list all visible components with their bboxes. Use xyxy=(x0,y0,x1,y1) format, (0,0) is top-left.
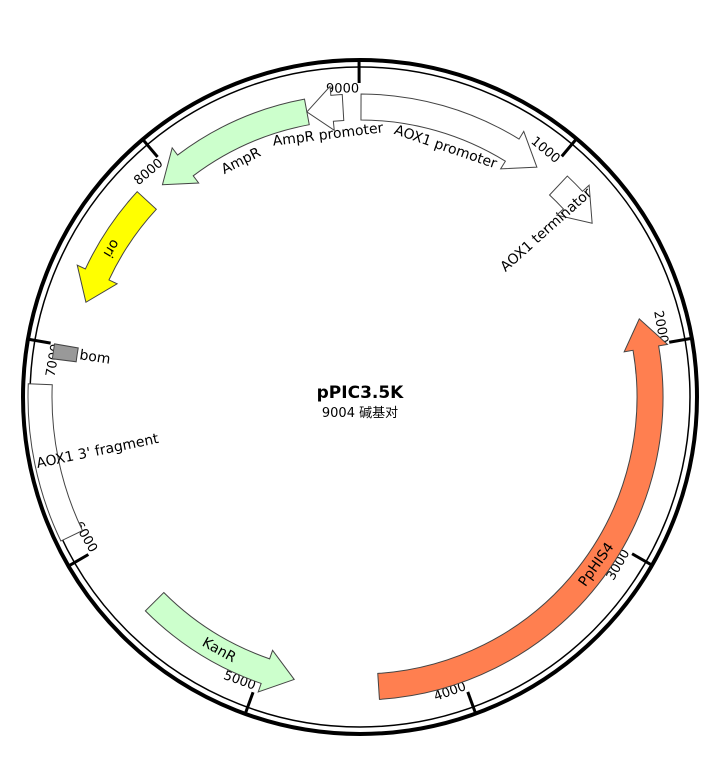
tick-label-9000: 9000 xyxy=(326,82,359,97)
tick-4000 xyxy=(466,691,478,715)
feature-aox1-promoter[interactable] xyxy=(360,93,538,170)
plasmid-name: pPIC3.5K xyxy=(317,383,405,403)
label-aox1-terminator: AOX1 terminator xyxy=(497,185,595,275)
feature-aox1-3-fragment[interactable] xyxy=(27,383,84,542)
feature-pphis4[interactable] xyxy=(377,318,669,700)
tick-5000 xyxy=(243,691,255,716)
tick-2000 xyxy=(668,336,694,344)
label-ori: ori xyxy=(100,236,123,260)
label-bom: bom xyxy=(78,347,111,367)
feature-kanr[interactable] xyxy=(144,591,296,693)
tick-7000 xyxy=(26,337,51,345)
feature-aox1-terminator[interactable] xyxy=(548,175,593,224)
plasmid-size: 9004 碱基对 xyxy=(322,406,398,421)
tick-label-8000: 8000 xyxy=(131,156,166,189)
feature-ori[interactable] xyxy=(76,190,158,304)
tick-3000 xyxy=(631,552,654,568)
tick-1000 xyxy=(560,137,579,158)
tick-8000 xyxy=(140,137,159,158)
feature-ampr-promoter[interactable] xyxy=(306,85,345,132)
tick-marks xyxy=(26,58,694,716)
features xyxy=(27,85,669,700)
tick-6000 xyxy=(66,553,90,568)
feature-bom[interactable] xyxy=(51,343,79,363)
